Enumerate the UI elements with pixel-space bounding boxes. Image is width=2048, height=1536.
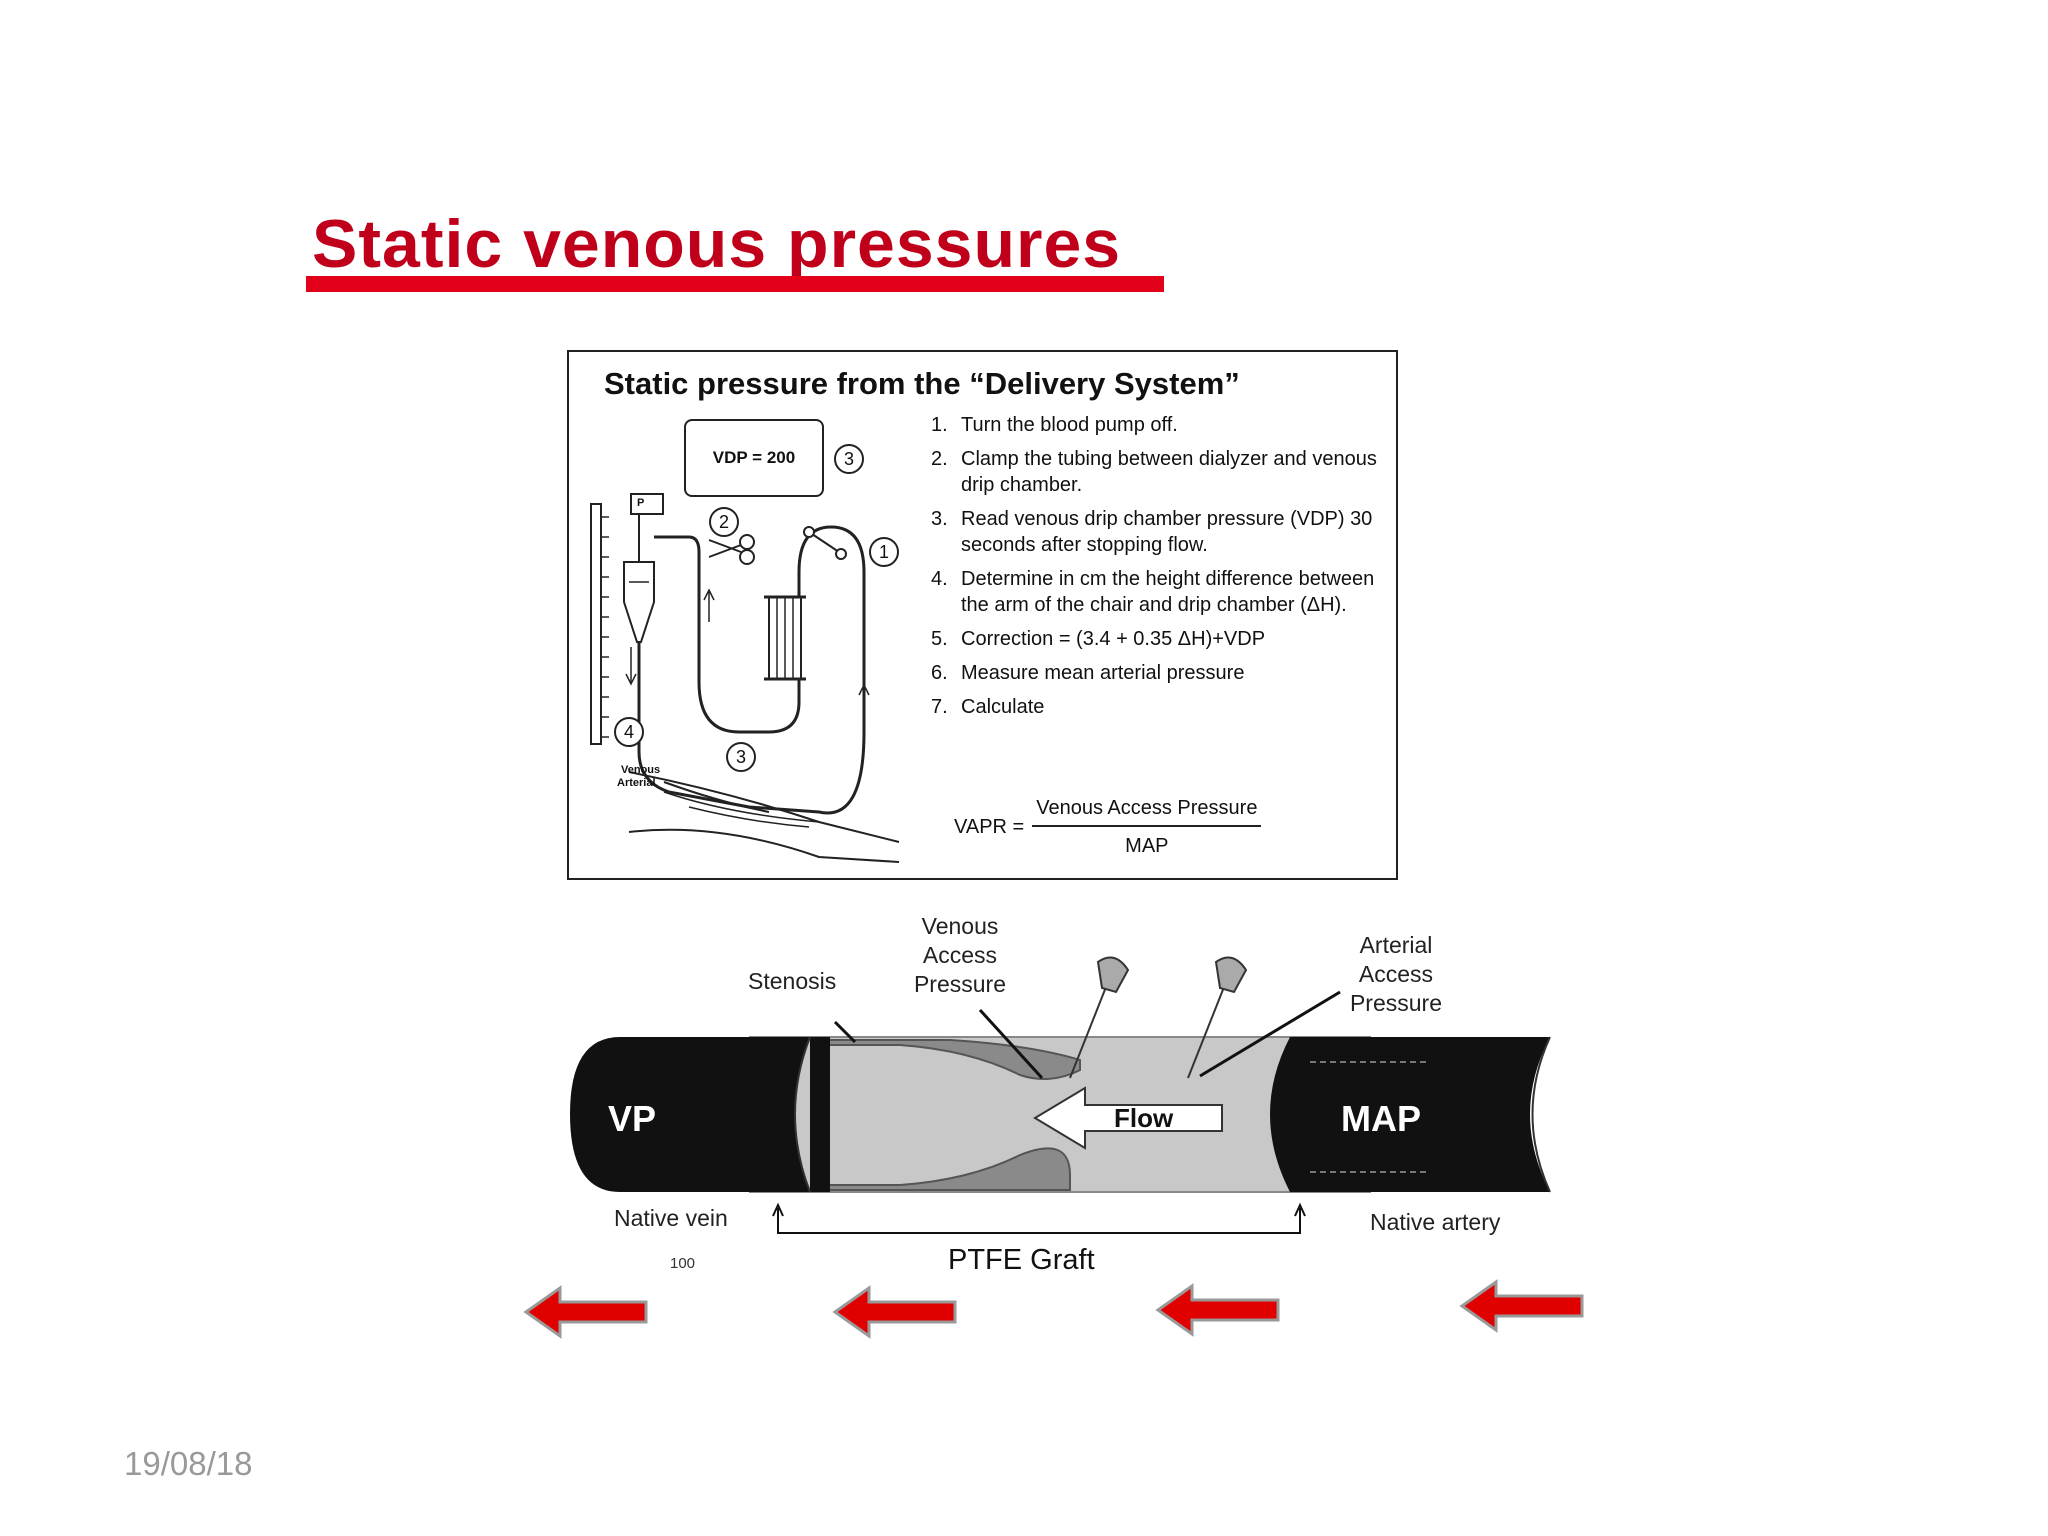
procedure-steps: 1.Turn the blood pump off. 2.Clamp the t… bbox=[931, 412, 1381, 728]
vapr-formula: VAPR = Venous Access Pressure MAP bbox=[954, 797, 1262, 858]
arterial-needle bbox=[1187, 956, 1248, 1079]
marker-3-bottom: 3 bbox=[726, 742, 756, 772]
formula-denominator: MAP bbox=[1125, 835, 1169, 857]
marker-4: 4 bbox=[614, 717, 644, 747]
step-item: 1.Turn the blood pump off. bbox=[931, 414, 1178, 436]
transducer-label: P bbox=[637, 497, 645, 509]
step-item: 2.Clamp the tubing between dialyzer and … bbox=[931, 448, 1377, 496]
marker-1: 1 bbox=[869, 537, 899, 567]
delivery-system-panel: Static pressure from the “Delivery Syste… bbox=[567, 350, 1398, 880]
venous-needle bbox=[1069, 956, 1130, 1079]
red-arrow-icon bbox=[832, 1285, 957, 1339]
red-arrow-icon bbox=[523, 1285, 648, 1339]
step-item: 7.Calculate bbox=[931, 696, 1045, 718]
vdp-readout: VDP = 200 bbox=[684, 419, 824, 497]
blood-tubing bbox=[654, 525, 866, 815]
ptfe-bracket bbox=[777, 1208, 1301, 1234]
scissors-icon bbox=[708, 534, 755, 565]
map-label: MAP bbox=[1341, 1098, 1421, 1139]
step-item: 4.Determine in cm the height difference … bbox=[931, 568, 1375, 616]
red-arrow-icon bbox=[1459, 1279, 1584, 1333]
native-vein-tube bbox=[570, 1037, 830, 1192]
dialysis-circuit-drawing bbox=[590, 493, 900, 863]
pressure-transducer bbox=[630, 493, 664, 515]
ptfe-graft-label: PTFE Graft bbox=[948, 1244, 1095, 1276]
delivery-system-title: Static pressure from the “Delivery Syste… bbox=[604, 366, 1240, 401]
native-vein-label: Native vein bbox=[614, 1205, 728, 1231]
arterial-access-pressure-label: Arterial Access Pressure bbox=[1349, 932, 1443, 1016]
venous-line-label: Venous bbox=[621, 764, 661, 776]
patient-arm bbox=[628, 771, 900, 843]
formula-fraction: Venous Access Pressure MAP bbox=[1032, 797, 1262, 858]
drip-chamber bbox=[623, 561, 655, 643]
arterial-line-label: Arterial bbox=[617, 777, 656, 789]
stenosis-plaque-bottom bbox=[759, 1147, 1071, 1191]
slide-date: 19/08/18 bbox=[124, 1445, 253, 1482]
native-artery-label: Native artery bbox=[1370, 1209, 1501, 1235]
step-item: 5.Correction = (3.4 + 0.35 ΔH)+VDP bbox=[931, 628, 1266, 650]
scale-mark: 100 bbox=[670, 1255, 696, 1272]
flow-label: Flow bbox=[1114, 1103, 1174, 1133]
height-ruler bbox=[590, 503, 602, 745]
formula-numerator: Venous Access Pressure bbox=[1032, 797, 1262, 827]
red-arrow-icon bbox=[1155, 1283, 1280, 1337]
blood-pump-roller bbox=[808, 531, 840, 553]
formula-lhs: VAPR = bbox=[954, 816, 1025, 838]
title-underline-bar bbox=[306, 276, 1164, 292]
slide-title: Static venous pressures bbox=[312, 206, 1122, 282]
graft-diagram bbox=[570, 956, 1551, 1234]
step-item: 3.Read venous drip chamber pressure (VDP… bbox=[931, 508, 1373, 556]
vp-label: VP bbox=[608, 1098, 657, 1139]
venous-access-pressure-label: Venous Access Pressure bbox=[913, 913, 1007, 997]
stenosis-plaque-top bbox=[759, 1039, 1081, 1080]
marker-2: 2 bbox=[709, 507, 739, 537]
stenosis-label: Stenosis bbox=[748, 968, 837, 994]
native-artery-tube bbox=[1270, 1037, 1550, 1192]
flow-arrow bbox=[1033, 1086, 1223, 1150]
marker-3-top: 3 bbox=[834, 444, 864, 474]
step-item: 6.Measure mean arterial pressure bbox=[931, 662, 1245, 684]
